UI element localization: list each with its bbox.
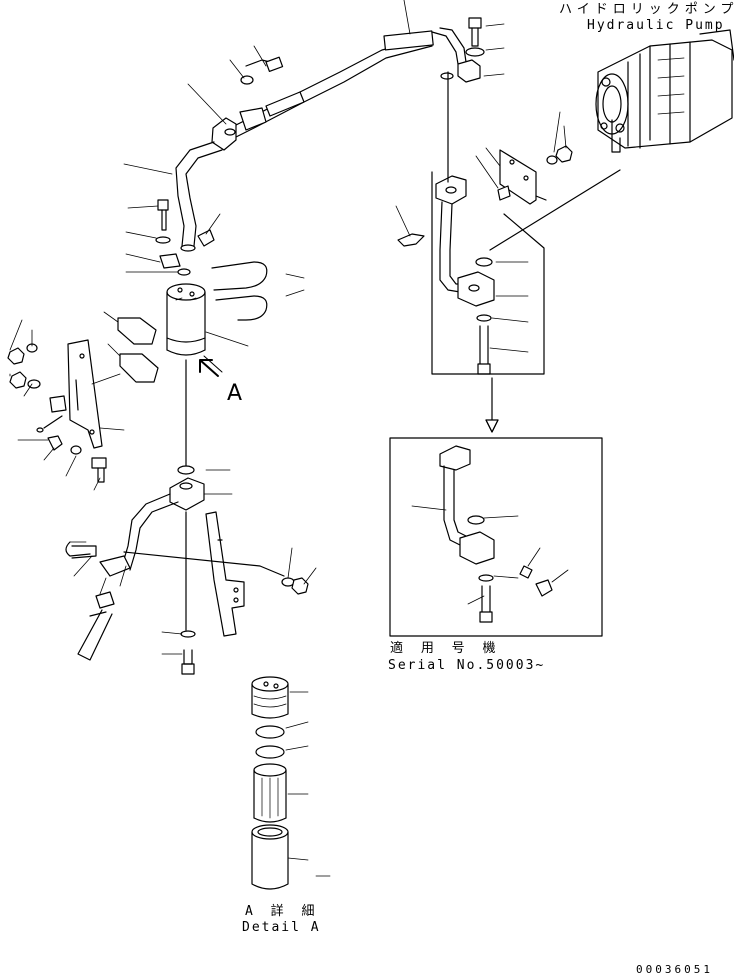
view-a-arrow — [199, 355, 223, 377]
lower-bracket — [123, 511, 285, 637]
upper-pressure-hose — [211, 27, 467, 151]
lower-return-tube — [65, 493, 179, 661]
pump-label-japanese: ハイドロリックポンプ — [559, 2, 734, 17]
transition-arrow — [485, 377, 499, 433]
serial-label-japanese: 適 用 号 機 — [390, 641, 501, 656]
pump-outlet-tube — [397, 175, 495, 307]
filter-mounting-bracket — [43, 317, 159, 449]
upper-fittings — [224, 17, 485, 136]
lower-nuts-bolts — [180, 511, 309, 675]
leader-lines — [9, 0, 569, 877]
u-bolt-pair — [211, 261, 268, 321]
left-delivery-tube — [155, 141, 223, 276]
line-filter-body — [166, 283, 206, 356]
detail-a-parts — [251, 676, 289, 890]
tube-clamp-bracket — [497, 145, 573, 205]
pump-connection-line — [447, 71, 621, 251]
pump-label-english: Hydraulic Pump — [587, 18, 725, 33]
detail-a-japanese: A 詳 細 — [245, 904, 320, 919]
bracket-nuts-washers — [7, 343, 107, 483]
view-a-marker: A — [227, 381, 242, 406]
hydraulic-pump — [595, 29, 734, 153]
serial-number-text: Serial No.50003~ — [388, 658, 546, 673]
detail-a-english: Detail A — [242, 920, 321, 935]
serial-detail-box — [389, 437, 603, 637]
drawing-code: 00036051 — [636, 963, 713, 976]
upper-detail-box — [431, 171, 545, 375]
